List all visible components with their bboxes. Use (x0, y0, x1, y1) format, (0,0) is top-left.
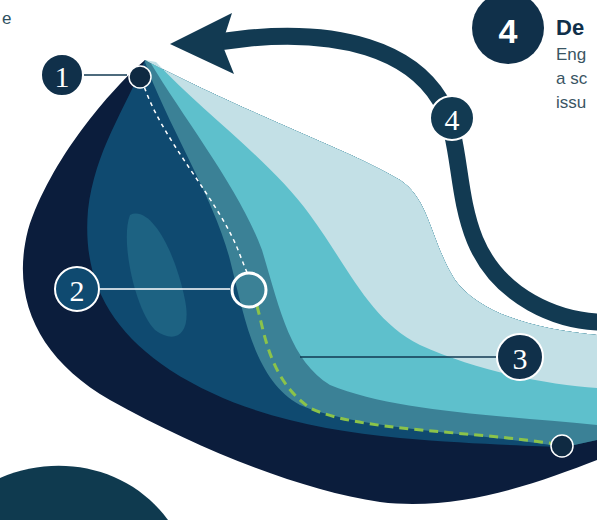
inner-patch (127, 214, 187, 337)
arrow-head (170, 13, 234, 74)
callout-number: 2 (70, 274, 85, 307)
body-text: e (2, 10, 11, 29)
leader-line (300, 356, 496, 358)
return-arrow (218, 36, 597, 322)
leader-line (84, 74, 127, 76)
light-band (145, 60, 597, 388)
start-dot (129, 66, 151, 88)
body-text: issu (556, 94, 586, 113)
callout-circle (41, 54, 83, 96)
body-text: Eng (556, 46, 586, 65)
end-dot (551, 435, 573, 457)
callout-number: 3 (513, 342, 528, 375)
callout-number: 4 (445, 103, 460, 136)
callout-circle (497, 334, 543, 380)
heading-text: De (556, 16, 584, 40)
green-path (257, 306, 562, 445)
body-text: a sc (556, 70, 587, 89)
focus-ring (232, 273, 266, 307)
teal-band (145, 60, 597, 447)
step-circle (472, 0, 544, 64)
corner-shape (0, 466, 168, 520)
cyan-band (145, 60, 597, 425)
callout-circle (55, 267, 99, 311)
step-number: 4 (499, 13, 518, 50)
callout-circle (430, 96, 474, 140)
dashed-path (142, 80, 249, 276)
blue-band (87, 60, 597, 447)
leader-line (100, 288, 230, 290)
callout-number: 1 (55, 60, 70, 93)
